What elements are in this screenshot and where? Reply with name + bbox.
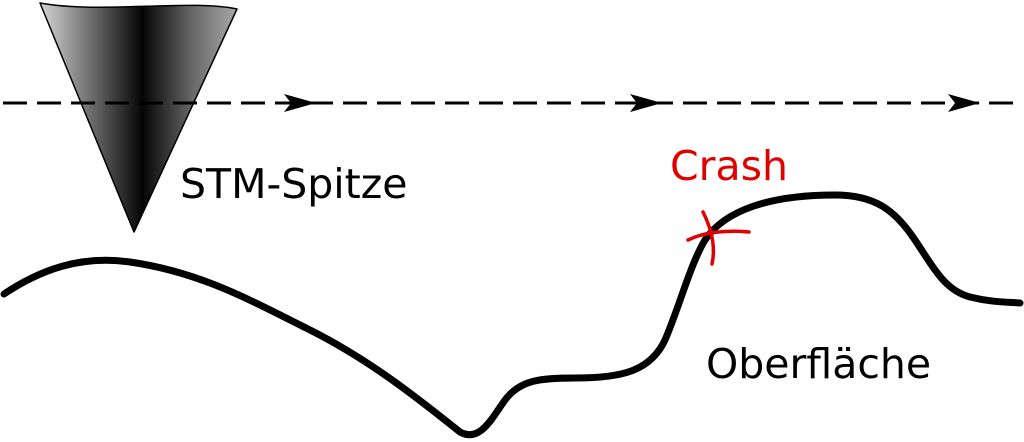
scan-arrow-2 xyxy=(630,94,662,112)
crash-label: Crash xyxy=(670,142,788,190)
surface-label: Oberfläche xyxy=(706,340,931,388)
tip-label: STM-Spitze xyxy=(180,160,408,208)
scan-arrow-1 xyxy=(284,94,316,112)
crash-marker-icon xyxy=(686,210,751,266)
scan-arrow-3 xyxy=(948,94,980,112)
surface-curve xyxy=(0,191,1024,438)
stm-tip-shape xyxy=(39,2,238,233)
